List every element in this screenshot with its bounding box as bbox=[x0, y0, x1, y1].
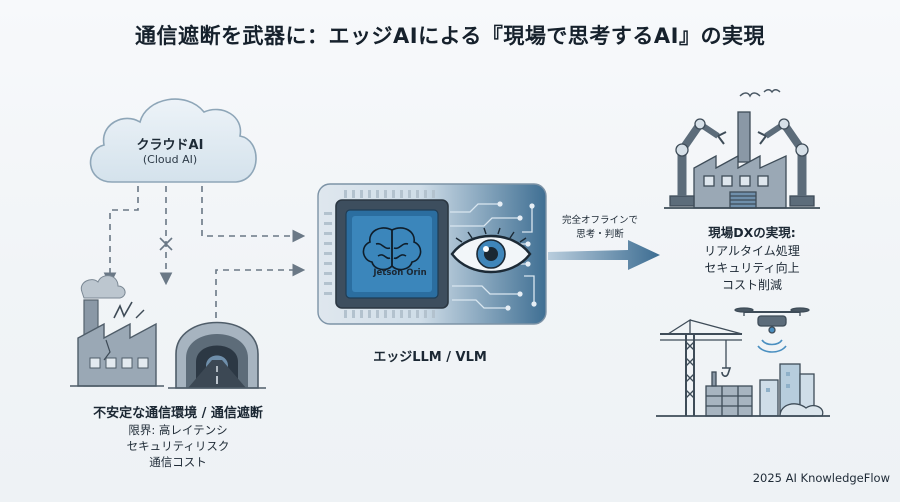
cloud-ai-label: クラウドAI bbox=[136, 138, 204, 153]
brain-icon bbox=[362, 227, 422, 271]
chip-label: Jetson Orin bbox=[373, 268, 427, 278]
limit-item: セキュリティリスク bbox=[126, 439, 230, 453]
factory-broken-icon bbox=[70, 275, 164, 387]
dx-item: セキュリティ向上 bbox=[704, 261, 800, 275]
robot-factory-icon bbox=[664, 111, 820, 209]
dx-item: リアルタイム処理 bbox=[704, 244, 800, 258]
page-title: 通信遮断を武器に：エッジAIによる『現場で思考するAI』の実現 bbox=[135, 24, 765, 48]
dx-title: 現場DXの実現: bbox=[708, 225, 796, 240]
bird-icon bbox=[739, 89, 781, 98]
cloud-ai-sublabel: (Cloud AI) bbox=[142, 153, 198, 166]
edge-llm-label: エッジLLM / VLM bbox=[373, 350, 487, 365]
tunnel-icon bbox=[168, 321, 266, 389]
limit-item: 通信コスト bbox=[149, 455, 207, 469]
offline-label: 完全オフラインで 思考・判断 bbox=[552, 214, 648, 242]
credit-text: 2025 AI KnowledgeFlow bbox=[752, 471, 890, 485]
limit-item: 限界: 高レイテンシ bbox=[128, 423, 228, 437]
offline-label-line1: 完全オフラインで bbox=[561, 215, 638, 226]
unstable-network-title: 不安定な通信環境 / 通信遮断 bbox=[93, 406, 263, 421]
offline-label-line2: 思考・判断 bbox=[576, 229, 624, 240]
construction-drone-icon bbox=[656, 307, 830, 417]
cloud-connection-lines bbox=[103, 186, 306, 318]
offline-arrow-icon bbox=[548, 240, 660, 270]
dx-item: コスト削減 bbox=[721, 278, 782, 292]
eye-icon bbox=[450, 227, 532, 274]
cloud-icon bbox=[89, 98, 257, 183]
blocked-x-icon bbox=[159, 237, 173, 251]
